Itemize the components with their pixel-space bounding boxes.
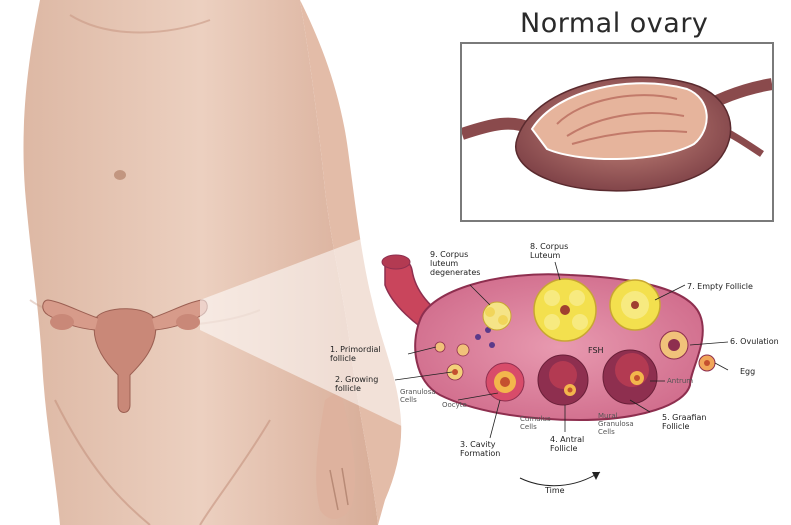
label-primordial-follicle: 1. Primordial follicle — [330, 345, 381, 363]
diagram-title: Normal ovary — [520, 8, 708, 39]
label-graafian-follicle: 5. Graafian Follicle — [662, 413, 706, 431]
antral-follicle — [538, 355, 588, 405]
corpus-degenerating — [483, 302, 511, 330]
label-fsh: FSH — [588, 346, 604, 355]
graafian-follicle — [603, 350, 657, 404]
normal-ovary-inset — [460, 42, 774, 222]
corpus-luteum — [534, 279, 596, 341]
label-ovulation: 6. Ovulation — [730, 337, 779, 346]
label-growing-follicle: 2. Growing follicle — [335, 375, 378, 393]
cavity-follicle — [486, 363, 524, 401]
normal-ovary-illustration — [462, 44, 772, 220]
label-egg: Egg — [740, 367, 755, 376]
label-granulosa-cells: Granulosa Cells — [400, 388, 436, 404]
label-cavity-formation: 3. Cavity Formation — [460, 440, 500, 458]
label-corpus-luteum: 8. Corpus Luteum — [530, 242, 568, 260]
time-arrow — [520, 472, 600, 486]
label-antral-follicle: 4. Antral Follicle — [550, 435, 584, 453]
empty-follicle — [610, 280, 660, 330]
label-mural-granulosa: Mural Granulosa Cells — [598, 412, 634, 436]
label-corpus-degenerates: 9. Corpus luteum degenerates — [430, 250, 480, 277]
label-oocyte: Oocyte — [442, 401, 467, 409]
label-cumulus-cells: Cumulus Cells — [520, 415, 551, 431]
label-empty-follicle: 7. Empty Follicle — [687, 282, 753, 291]
label-time: Time — [545, 486, 565, 495]
label-antrum: Antrum — [667, 377, 693, 385]
